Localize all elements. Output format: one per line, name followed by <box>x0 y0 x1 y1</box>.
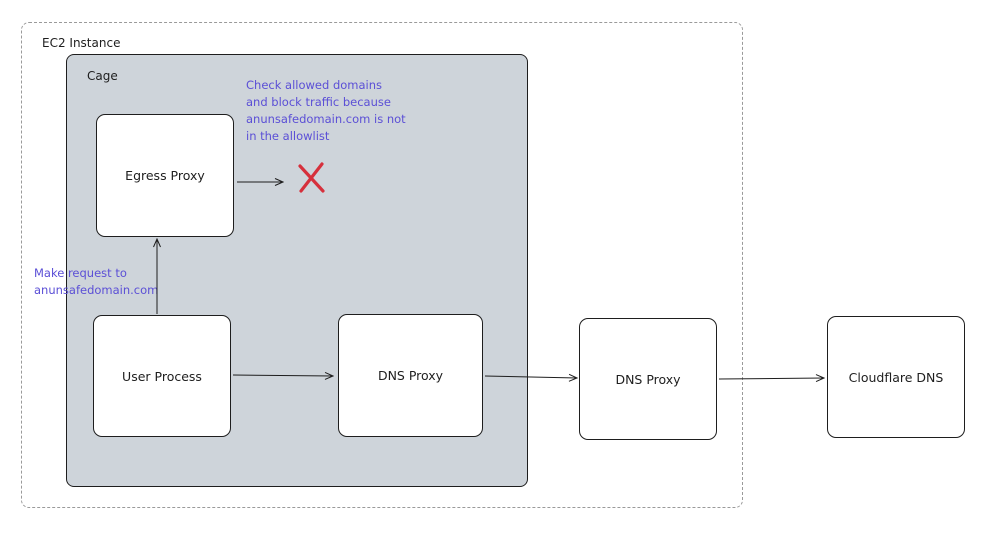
dns-proxy-inner-label: DNS Proxy <box>377 368 444 383</box>
dns-proxy-outer-node[interactable]: DNS Proxy <box>579 318 717 440</box>
arrow-user-to-dns-proxy <box>232 375 333 376</box>
request-annotation: Make request to anunsafedomain.com <box>34 265 158 299</box>
ec2-instance-container <box>21 22 743 508</box>
dns-proxy-inner-node[interactable]: DNS Proxy <box>338 314 483 437</box>
x-mark-icon <box>298 162 325 193</box>
block-annotation-line: and block traffic because <box>246 95 391 109</box>
request-annotation-line: Make request to <box>34 266 127 280</box>
arrow-dns-proxy-to-cloudflare <box>718 378 824 379</box>
block-annotation-line: anunsafedomain.com is not <box>246 112 406 126</box>
user-process-label: User Process <box>122 368 202 384</box>
user-process-node[interactable]: User Process <box>93 315 231 437</box>
request-annotation-line: anunsafedomain.com <box>34 283 159 297</box>
cage-label: Cage <box>87 69 118 83</box>
arrow-dns-proxy-to-dns-proxy <box>484 376 577 378</box>
ec2-instance-label: EC2 Instance <box>42 36 121 50</box>
egress-proxy-node[interactable]: Egress Proxy <box>96 114 234 237</box>
block-annotation-line: in the allowlist <box>246 129 330 143</box>
block-annotation-line: Check allowed domains <box>246 78 383 92</box>
block-annotation: Check allowed domains and block traffic … <box>246 77 406 145</box>
cloudflare-dns-label: Cloudflare DNS <box>848 369 944 385</box>
egress-proxy-label: Egress Proxy <box>125 168 205 183</box>
cloudflare-dns-node[interactable]: Cloudflare DNS <box>827 316 965 438</box>
dns-proxy-outer-label: DNS Proxy <box>615 371 681 387</box>
